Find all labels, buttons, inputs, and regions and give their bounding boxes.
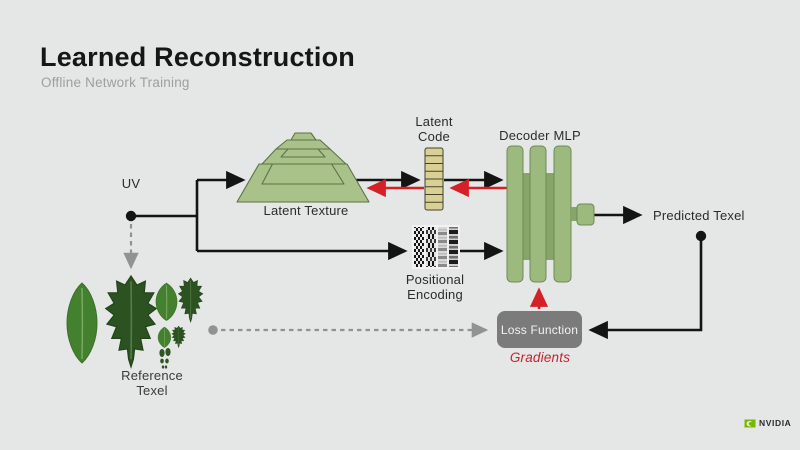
nvidia-wordmark: NVIDIA [759, 418, 792, 428]
loss-function-label: Loss Function [500, 322, 579, 337]
reference-texel-label: Reference Texel [121, 368, 183, 399]
latent-code-label: Latent Code [415, 114, 453, 145]
reference-texel-leaves-icon [66, 275, 204, 369]
slide-subtitle: Offline Network Training [41, 75, 190, 90]
uv-label: UV [121, 176, 141, 191]
positional-encoding-thumb-icon [412, 225, 460, 269]
reference-dashed-arrows [123, 224, 489, 338]
nvidia-eye-icon [744, 419, 756, 427]
decoder-mlp-label: Decoder MLP [499, 128, 581, 143]
reference-tap-dot [208, 325, 218, 335]
latent-texture-label: Latent Texture [263, 203, 349, 218]
gradient-backprop-arrows [366, 178, 549, 309]
nvidia-logo: NVIDIA [744, 417, 791, 429]
predicted-texel-label: Predicted Texel [653, 208, 745, 223]
positional-encoding-label: Positional Encoding [405, 272, 465, 303]
latent-code-cells-icon [424, 147, 444, 211]
loss-function-node: Loss Function [497, 311, 582, 348]
gradients-label: Gradients [509, 350, 571, 365]
latent-texture-pyramid-icon [236, 132, 370, 203]
slide-title: Learned Reconstruction [40, 42, 355, 72]
decoder-mlp-bars-icon [506, 145, 595, 283]
